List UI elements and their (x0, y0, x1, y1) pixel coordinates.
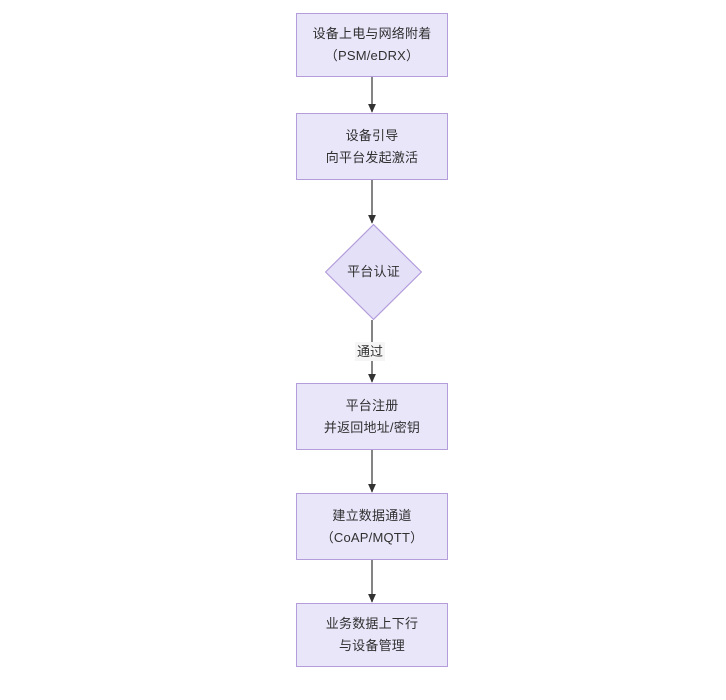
node-business-data-and-device-management[interactable]: 业务数据上下行 与设备管理 (296, 603, 448, 667)
node-label: 平台注册 并返回地址/密钥 (323, 397, 421, 435)
node-platform-registration[interactable]: 平台注册 并返回地址/密钥 (296, 383, 448, 450)
node-label: 设备上电与网络附着 （PSM/eDRX） (312, 26, 432, 63)
node-device-power-on[interactable]: 设备上电与网络附着 （PSM/eDRX） (296, 13, 448, 77)
node-label: 建立数据通道 （CoAP/MQTT） (320, 507, 424, 545)
diamond-shape (325, 224, 422, 320)
edge-label-pass: 通过 (355, 342, 386, 361)
node-label: 业务数据上下行 与设备管理 (325, 616, 419, 653)
node-label: 设备引导 向平台发起激活 (325, 127, 419, 165)
node-label: 平台认证 (347, 264, 400, 279)
node-platform-authentication[interactable]: 平台认证 (325, 224, 422, 320)
node-establish-data-channel[interactable]: 建立数据通道 （CoAP/MQTT） (296, 493, 448, 560)
node-device-bootstrap[interactable]: 设备引导 向平台发起激活 (296, 113, 448, 180)
